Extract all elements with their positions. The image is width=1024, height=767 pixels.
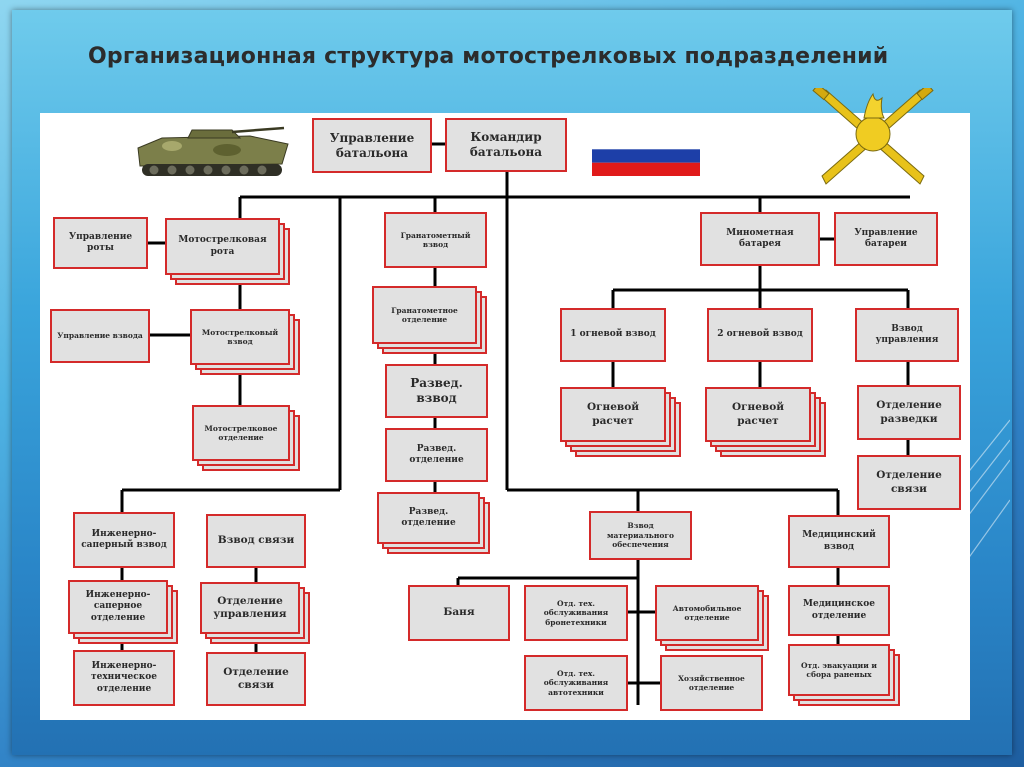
unit-fire-platoon-2: 2 огневой взвод xyxy=(707,308,813,362)
unit-motor-rifle-company: Мотострелковая рота xyxy=(165,218,280,275)
unit-engineer-squad: Инженерно-саперное отделение xyxy=(68,580,168,634)
unit-motor-rifle-platoon: Мотострелковый взвод xyxy=(190,309,290,365)
unit-armor-maintenance: Отд. тех. обслуживания бронетехники xyxy=(524,585,628,641)
unit-platoon-command: Управление взвода xyxy=(50,309,150,363)
bmp-icon xyxy=(137,126,289,176)
unit-grenade-squad: Гранатометное отделение xyxy=(372,286,477,344)
crossed-swords-grenade-icon xyxy=(812,88,934,185)
unit-signal-section: Отделение связи xyxy=(206,652,306,706)
unit-engineer-platoon: Инженерно-саперный взвод xyxy=(73,512,175,568)
unit-service-squad: Хозяйственное отделение xyxy=(660,655,763,711)
unit-signal-platoon: Взвод связи xyxy=(206,514,306,568)
unit-medical-squad: Медицинское отделение xyxy=(788,585,890,636)
unit-fire-crew-1: Огневой расчет xyxy=(560,387,666,442)
unit-medical-platoon: Медицинский взвод xyxy=(788,515,890,568)
unit-vehicle-maintenance: Отд. тех. обслуживания автотехники xyxy=(524,655,628,711)
unit-battery-command: Управление батареи xyxy=(834,212,938,266)
russian-flag-icon xyxy=(592,136,700,176)
unit-fire-platoon-1: 1 огневой взвод xyxy=(560,308,666,362)
unit-motor-transport-squad: Автомобильное отделение xyxy=(655,585,759,641)
unit-bath: Баня xyxy=(408,585,510,641)
unit-motor-rifle-squad: Мотострелковое отделение xyxy=(192,405,290,461)
unit-recon-squad-1: Развед. отделение xyxy=(385,428,488,482)
unit-evacuation-squad: Отд. эвакуации и сбора раненых xyxy=(788,644,890,696)
unit-battalion-command: Управление батальона xyxy=(312,118,432,173)
unit-control-section: Отделение управления xyxy=(200,582,300,634)
unit-recon-platoon: Развед. взвод xyxy=(385,364,488,418)
unit-mortar-battery: Минометная батарея xyxy=(700,212,820,266)
unit-recon-section: Отделение разведки xyxy=(857,385,961,440)
unit-fire-crew-2: Огневой расчет xyxy=(705,387,811,442)
unit-grenade-platoon: Гранатометный взвод xyxy=(384,212,487,268)
unit-control-platoon: Взвод управления xyxy=(855,308,959,362)
unit-company-command: Управление роты xyxy=(53,217,148,269)
unit-battery-signal-section: Отделение связи xyxy=(857,455,961,510)
unit-engineer-tech-squad: Инженерно-техническое отделение xyxy=(73,650,175,706)
unit-battalion-commander: Командир батальона xyxy=(445,118,567,172)
unit-recon-squad-2: Развед. отделение xyxy=(377,492,480,544)
page-title: Организационная структура мотострелковых… xyxy=(88,44,889,69)
unit-supply-platoon: Взвод материального обеспечения xyxy=(589,511,692,560)
